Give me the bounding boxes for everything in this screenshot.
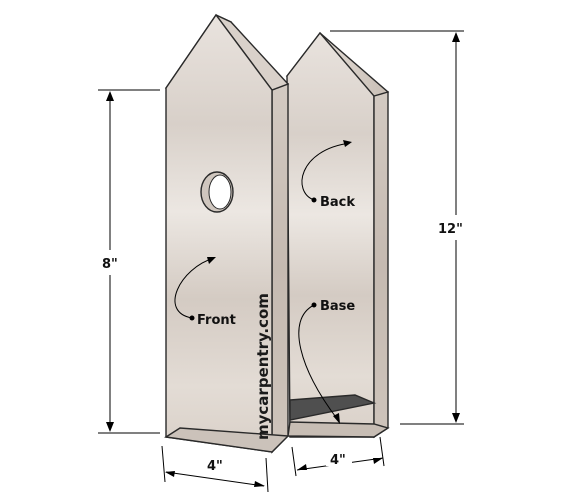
dimension-label-front-width: 4"	[207, 459, 223, 474]
label-back: Back	[320, 195, 355, 210]
dimension-label-side-width: 4"	[330, 453, 346, 468]
callout-back: Back	[301, 140, 355, 210]
dimension-height-12: 12"	[330, 30, 464, 425]
label-front: Front	[197, 313, 236, 328]
dimension-label-8: 8"	[102, 257, 118, 272]
callout-front: Front	[174, 257, 236, 328]
dimension-height-8: 8"	[98, 89, 160, 434]
dimension-width-side: 4"	[291, 436, 385, 477]
watermark-text: mycarpentry.com	[254, 293, 272, 440]
back-panel	[285, 31, 390, 439]
callout-base: Base	[298, 299, 355, 424]
label-base: Base	[320, 299, 355, 314]
dimension-label-12: 12"	[438, 222, 463, 237]
base-panel	[289, 394, 377, 421]
front-panel	[164, 13, 290, 454]
dimension-width-front: 4"	[161, 445, 269, 493]
